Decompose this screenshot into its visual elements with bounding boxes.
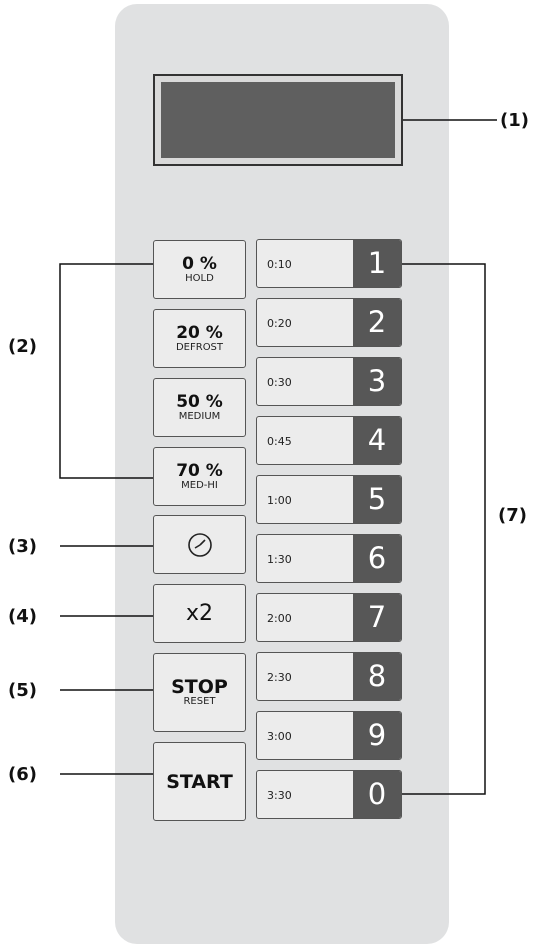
time-label: 0:45 xyxy=(267,435,292,448)
time-label: 2:30 xyxy=(267,671,292,684)
callout-4: (4) xyxy=(8,606,37,627)
timer-button[interactable] xyxy=(153,515,246,574)
power-hold-sublabel: HOLD xyxy=(185,272,214,284)
time-label: 1:30 xyxy=(267,553,292,566)
time-button-2[interactable]: 0:20 2 xyxy=(256,298,402,347)
time-button-1[interactable]: 0:10 1 xyxy=(256,239,402,288)
time-button-7[interactable]: 2:00 7 xyxy=(256,593,402,642)
time-button-3[interactable]: 0:30 3 xyxy=(256,357,402,406)
callout-1: (1) xyxy=(500,110,529,131)
digit-label: 3 xyxy=(353,358,401,405)
time-button-4[interactable]: 0:45 4 xyxy=(256,416,402,465)
digit-label: 1 xyxy=(353,240,401,287)
digit-label: 2 xyxy=(353,299,401,346)
power-medium-sublabel: MEDIUM xyxy=(178,410,221,422)
display-window xyxy=(153,74,403,166)
power-hold-button[interactable]: 0 % HOLD xyxy=(153,240,246,299)
digit-label: 8 xyxy=(353,653,401,700)
time-label: 3:00 xyxy=(267,730,292,743)
clock-icon xyxy=(188,532,212,557)
callout-6: (6) xyxy=(8,764,37,785)
digit-label: 4 xyxy=(353,417,401,464)
power-defrost-sublabel: DEFROST xyxy=(175,341,224,353)
reset-label: RESET xyxy=(183,695,216,707)
time-label: 1:00 xyxy=(267,494,292,507)
stop-reset-button[interactable]: STOP RESET xyxy=(153,653,246,732)
time-button-8[interactable]: 2:30 8 xyxy=(256,652,402,701)
time-label: 3:30 xyxy=(267,789,292,802)
time-button-9[interactable]: 3:00 9 xyxy=(256,711,402,760)
digit-label: 0 xyxy=(353,771,401,818)
double-label: x2 xyxy=(185,600,214,626)
callout-5: (5) xyxy=(8,680,37,701)
digit-label: 5 xyxy=(353,476,401,523)
callout-3: (3) xyxy=(8,536,37,557)
double-button[interactable]: x2 xyxy=(153,584,246,643)
power-med-hi-sublabel: MED-HI xyxy=(181,479,218,491)
time-button-0[interactable]: 3:30 0 xyxy=(256,770,402,819)
start-label: START xyxy=(166,770,233,793)
power-medium-label: 50 % xyxy=(176,391,223,412)
time-label: 0:30 xyxy=(267,376,292,389)
time-label: 2:00 xyxy=(267,612,292,625)
digit-label: 9 xyxy=(353,712,401,759)
power-med-hi-button[interactable]: 70 % MED-HI xyxy=(153,447,246,506)
power-hold-label: 0 % xyxy=(182,253,217,274)
power-med-hi-label: 70 % xyxy=(176,460,223,481)
power-defrost-label: 20 % xyxy=(176,322,223,343)
time-button-5[interactable]: 1:00 5 xyxy=(256,475,402,524)
display-screen xyxy=(161,82,395,158)
power-defrost-button[interactable]: 20 % DEFROST xyxy=(153,309,246,368)
power-medium-button[interactable]: 50 % MEDIUM xyxy=(153,378,246,437)
callout-7: (7) xyxy=(498,505,527,526)
digit-label: 6 xyxy=(353,535,401,582)
start-button[interactable]: START xyxy=(153,742,246,821)
stop-label: STOP xyxy=(171,675,228,698)
time-label: 0:20 xyxy=(267,317,292,330)
callout-2: (2) xyxy=(8,336,37,357)
digit-label: 7 xyxy=(353,594,401,641)
time-button-6[interactable]: 1:30 6 xyxy=(256,534,402,583)
time-label: 0:10 xyxy=(267,258,292,271)
